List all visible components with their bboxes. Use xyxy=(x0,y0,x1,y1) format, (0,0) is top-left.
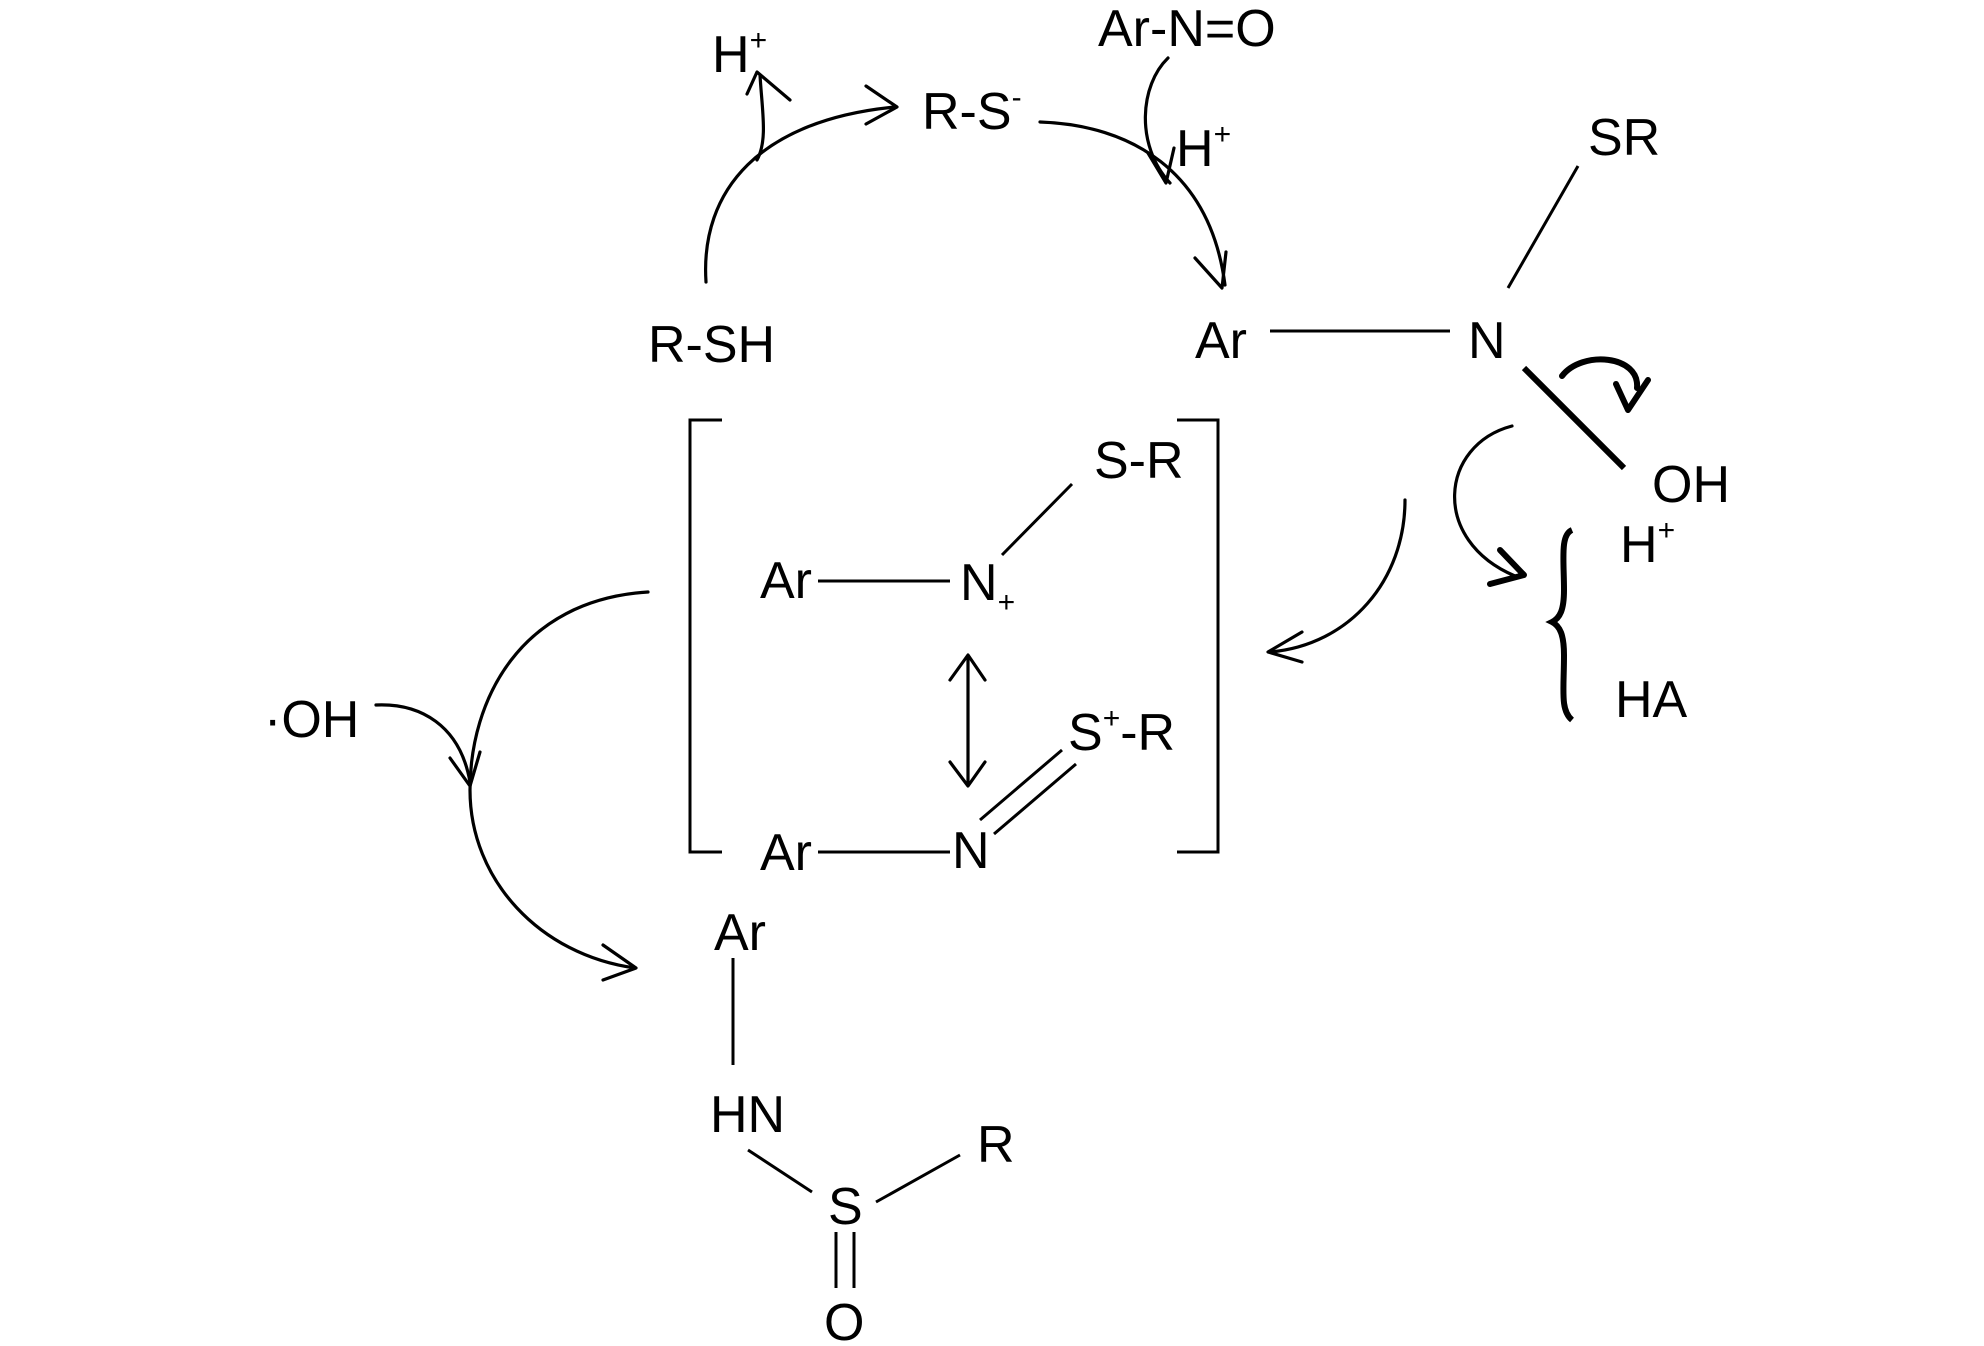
proton-label: H+ xyxy=(712,24,767,84)
bond-cleavage-arrow xyxy=(1559,356,1641,391)
product-ar-label: Ar xyxy=(714,904,766,962)
resonance-bottom-double-bond-2 xyxy=(993,762,1077,836)
adduct-to-intermediate-arrowhead xyxy=(1266,630,1304,664)
bond-cleavage-arrowhead xyxy=(1613,377,1651,413)
nitroso-incoming-arc xyxy=(1143,56,1172,185)
resonance-bottom-n-label: N xyxy=(952,822,990,880)
nitroso-label: Ar-N=O xyxy=(1098,0,1276,58)
adduct-n-label: N xyxy=(1468,312,1506,370)
proton-release-arrow xyxy=(755,73,765,162)
thiolate-label: R-S- xyxy=(922,81,1022,141)
resonance-top-sr-label: S-R xyxy=(1094,432,1184,490)
sr-label: SR xyxy=(1588,109,1660,167)
intermediate-to-product-arrowhead xyxy=(601,943,638,982)
product-r-label: R xyxy=(977,1116,1015,1174)
intermediate-to-product-arc xyxy=(468,590,650,970)
thiolate-attack-arc xyxy=(1038,120,1227,287)
resonance-arrowhead-up xyxy=(948,653,987,682)
resonance-bottom-ar-label: Ar xyxy=(760,824,812,882)
deprotonation-arc xyxy=(704,105,897,284)
proton-release-arrowhead xyxy=(745,70,792,102)
bracket-right xyxy=(1177,418,1220,854)
ha-label: HA xyxy=(1615,671,1688,729)
curly-brace xyxy=(1545,527,1575,723)
resonance-top-n-s-bond xyxy=(1000,482,1074,557)
n-sr-bond xyxy=(1506,165,1580,289)
deprotonation-arrowhead xyxy=(864,84,899,126)
n-oh-bond xyxy=(1521,365,1627,471)
proton-donor-arrowhead xyxy=(1487,547,1527,587)
proton-in-label: H+ xyxy=(1176,118,1231,178)
product-hn-s-bond xyxy=(747,1148,813,1194)
thiol-label: R-SH xyxy=(648,316,775,374)
product-o-label: O xyxy=(824,1294,864,1346)
resonance-bottom-double-bond-1 xyxy=(979,748,1063,822)
product-hn-label: HN xyxy=(710,1086,785,1144)
resonance-top-n-label: N+ xyxy=(960,554,1015,619)
proton-acid-label: H+ xyxy=(1620,514,1675,574)
hydroxyl-attack-arc xyxy=(374,703,472,784)
hydroxyl-radical-label: ·OH xyxy=(264,691,359,749)
adduct-to-intermediate-arc xyxy=(1268,498,1407,654)
resonance-bottom-s-label: S+-R xyxy=(1068,702,1175,762)
thiolate-attack-arrowhead xyxy=(1193,250,1228,290)
proton-donor-arc xyxy=(1453,424,1517,578)
resonance-top-ar-label: Ar xyxy=(760,552,812,610)
product-s-label: S xyxy=(828,1178,863,1236)
oh-label: OH xyxy=(1652,456,1730,514)
bracket-left xyxy=(688,418,722,854)
product-s-r-bond xyxy=(875,1153,961,1204)
hydroxyl-attack-arrowhead xyxy=(448,750,482,788)
adduct-ar-label: Ar xyxy=(1195,312,1247,370)
resonance-arrowhead-down xyxy=(948,760,987,788)
nitroso-incoming-arrowhead xyxy=(1146,146,1176,185)
